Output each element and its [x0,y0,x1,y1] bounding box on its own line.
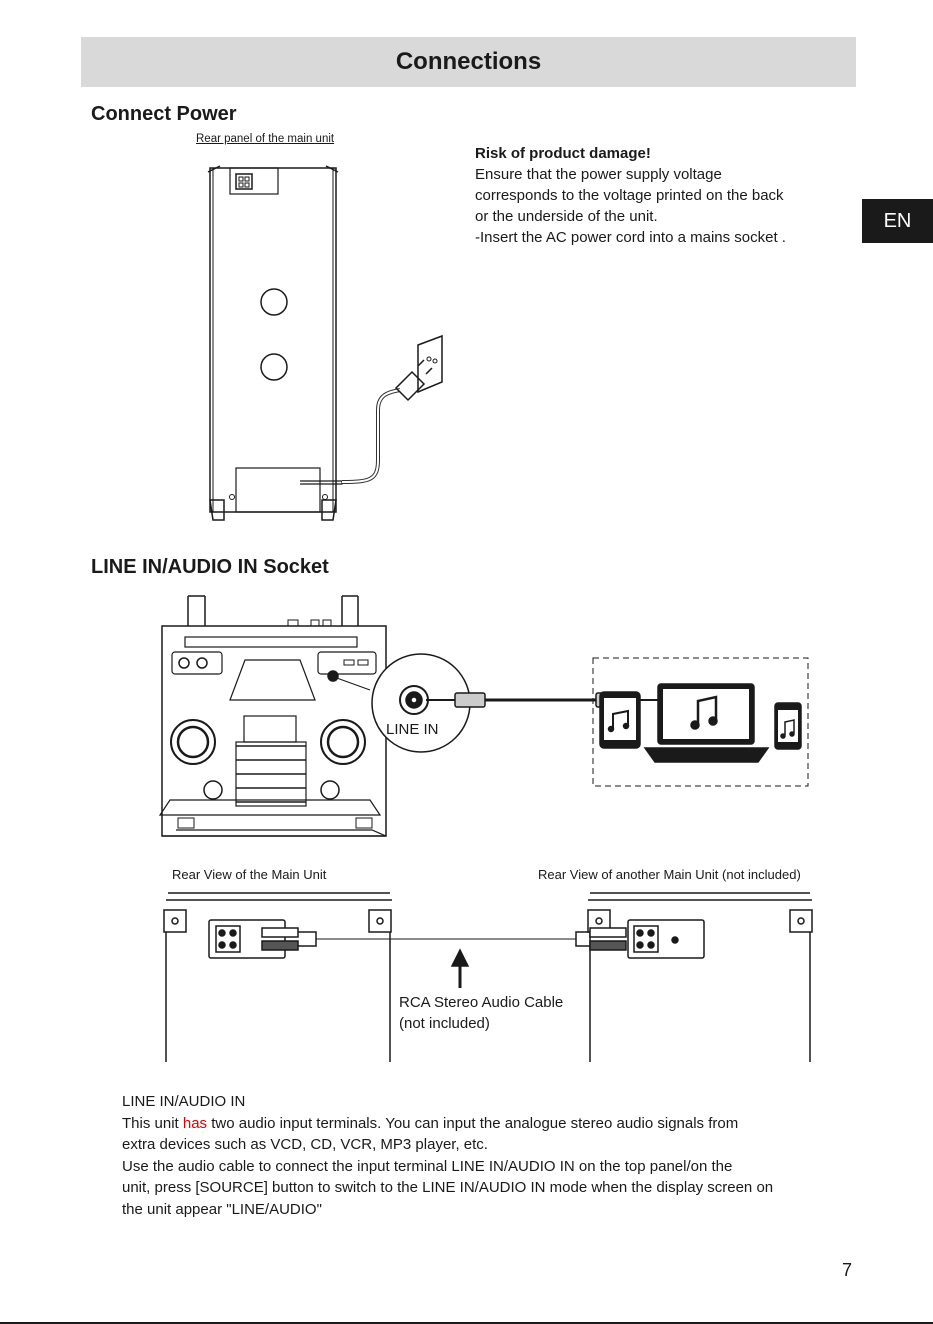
connect-power-heading: Connect Power [91,103,237,125]
description-text: two audio input terminals. You can input… [207,1114,739,1132]
warning-line: or the underside of the unit. [475,208,658,225]
language-tab: EN [862,199,933,243]
description-line: extra devices such as VCD, CD, VCR, MP3 … [122,1136,488,1153]
warning-line: Ensure that the power supply voltage [475,166,722,183]
description-line: This unit has two audio input terminals.… [122,1113,862,1135]
description-line: unit, press [SOURCE] button to switch to… [122,1179,774,1196]
warning-block: Risk of product damage! Ensure that the … [475,143,845,248]
description-block: LINE IN/AUDIO IN This unit has two audio… [122,1091,862,1220]
page-title: Connections [395,48,542,75]
warning-line: corresponds to the voltage printed on th… [475,187,784,204]
page-title-bar: Connections [81,37,856,87]
description-line: Use the audio cable to connect the input… [122,1157,733,1175]
rear-view-right-caption: Rear View of another Main Unit (not incl… [538,867,801,882]
description-line: the unit appear "LINE/AUDIO" [122,1200,322,1218]
page-bottom-rule [0,1322,933,1324]
warning-line: -Insert the AC power cord into a mains s… [475,229,786,246]
page-number: 7 [842,1260,853,1280]
description-text: This unit [122,1114,183,1132]
description-title: LINE IN/AUDIO IN [122,1093,246,1110]
rear-panel-caption: Rear panel of the main unit [196,133,335,145]
line-in-heading: LINE IN/AUDIO IN Socket [91,556,329,578]
warning-title: Risk of product damage! [475,145,651,162]
rca-cable-label-line1: RCA Stereo Audio Cable [399,994,564,1011]
line-in-callout-label: LINE IN [386,721,439,738]
rca-cable-label-line2: (not included) [399,1015,490,1032]
description-highlight: has [182,1114,208,1132]
rear-view-left-caption: Rear View of the Main Unit [172,867,327,882]
rca-cable-label: RCA Stereo Audio Cable (not included) [399,992,563,1034]
